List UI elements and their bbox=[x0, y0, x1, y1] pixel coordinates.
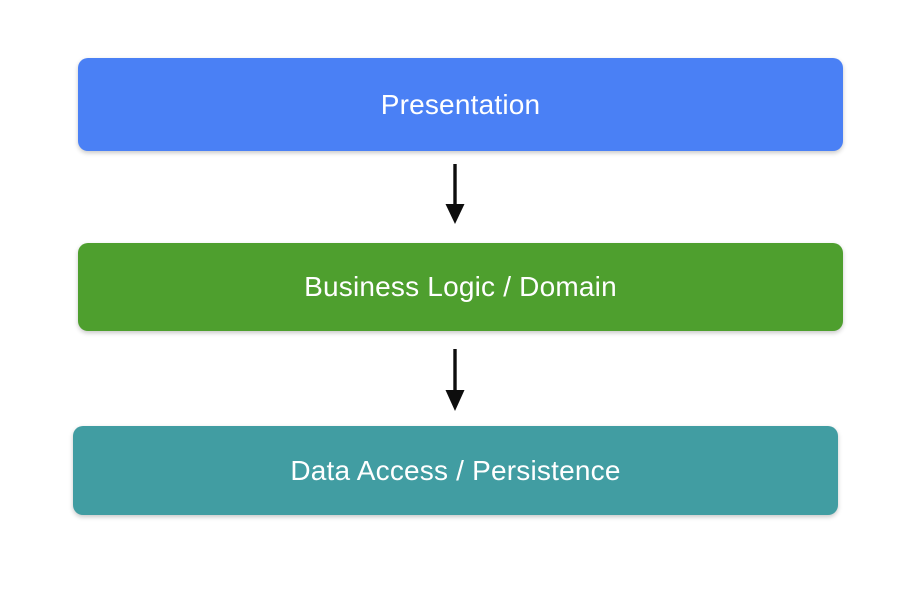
arrow-presentation-to-business-logic bbox=[435, 162, 475, 226]
arrow-business-logic-to-data-access bbox=[435, 347, 475, 413]
layer-label-presentation: Presentation bbox=[380, 88, 541, 120]
layer-box-data-access[interactable]: Data Access / Persistence bbox=[73, 426, 838, 515]
arrow-down-icon bbox=[445, 349, 465, 411]
layer-box-business-logic[interactable]: Business Logic / Domain bbox=[78, 243, 843, 331]
layer-label-business-logic: Business Logic / Domain bbox=[304, 271, 617, 302]
layer-box-presentation[interactable]: Presentation bbox=[78, 58, 843, 151]
arrow-down-icon bbox=[445, 164, 465, 224]
layer-label-data-access: Data Access / Persistence bbox=[290, 454, 621, 486]
